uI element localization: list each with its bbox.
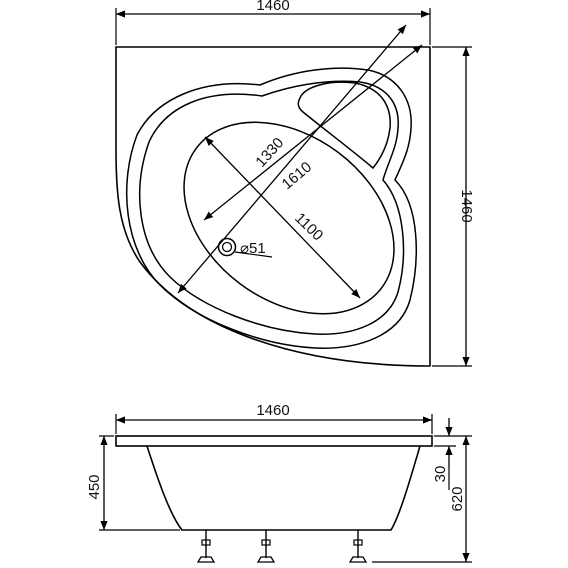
top-view: 1330 1610 1100 ⌀51 1460 1460 bbox=[115, 0, 475, 367]
side-view: 1460 450 30 620 bbox=[86, 402, 472, 563]
side-height-450-dimension: 450 bbox=[86, 435, 180, 531]
drain-outer-ring bbox=[217, 237, 237, 257]
rim30-label: 30 bbox=[432, 466, 449, 483]
leg-left-foot bbox=[196, 556, 216, 563]
leg-middle-nut bbox=[261, 539, 271, 546]
tub-inner-rim bbox=[139, 80, 405, 335]
tub-seat bbox=[297, 81, 391, 170]
diagonal-1610-label: 1610 bbox=[279, 159, 315, 193]
side-leg-right bbox=[348, 530, 368, 563]
drain-inner-ring bbox=[221, 241, 233, 253]
side-height-620-dimension: 620 bbox=[372, 436, 472, 563]
top-width-label: 1460 bbox=[256, 0, 289, 14]
side-leg-left bbox=[196, 530, 216, 563]
leg-left-nut bbox=[201, 539, 211, 546]
leg-middle-foot bbox=[256, 556, 276, 563]
side-leg-middle bbox=[256, 530, 276, 563]
drain-diameter-label: ⌀51 bbox=[240, 240, 266, 257]
tub-rim-outline bbox=[125, 67, 417, 349]
h620-label: 620 bbox=[449, 486, 466, 511]
side-width-dimension: 1460 bbox=[115, 402, 433, 434]
side-width-label: 1460 bbox=[256, 402, 289, 419]
leg-right-nut bbox=[353, 539, 363, 546]
diagonal-1100-label: 1100 bbox=[291, 210, 326, 245]
h450-label: 450 bbox=[86, 474, 103, 499]
leg-right-foot bbox=[348, 556, 368, 563]
top-width-dimension: 1460 bbox=[115, 0, 431, 45]
diagonal-1330-line bbox=[177, 24, 407, 294]
diagonal-1330-label: 1330 bbox=[252, 134, 287, 170]
side-body bbox=[146, 445, 421, 531]
top-height-dimension: 1460 bbox=[432, 46, 475, 367]
side-rim bbox=[115, 435, 433, 447]
tub-basin bbox=[183, 121, 395, 315]
top-height-label: 1460 bbox=[458, 189, 475, 222]
diagonal-1100-line bbox=[204, 136, 361, 299]
